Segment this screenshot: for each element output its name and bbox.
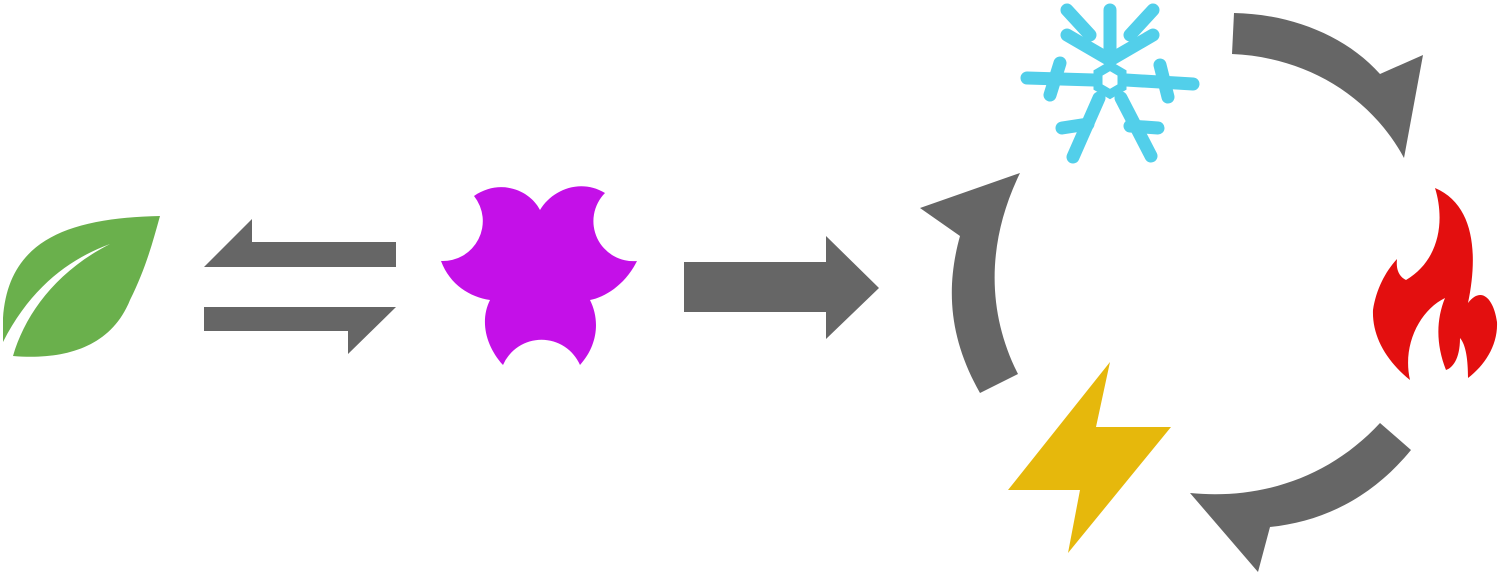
main-arrow <box>684 236 879 339</box>
cycle-arrows <box>920 13 1423 572</box>
lightning-icon <box>1008 362 1171 553</box>
cycle-arrow-left <box>920 173 1020 393</box>
cycle-arrow-top <box>1232 13 1423 158</box>
equilibrium-arrow-left <box>204 219 396 267</box>
snowflake-icon <box>1020 3 1200 164</box>
fire-icon <box>1372 188 1498 380</box>
equilibrium-arrows <box>204 219 396 354</box>
cycle-arrow-bottom <box>1190 423 1411 572</box>
biohazard-icon <box>441 186 637 365</box>
leaf-icon <box>3 216 160 357</box>
equilibrium-arrow-right <box>204 307 396 354</box>
